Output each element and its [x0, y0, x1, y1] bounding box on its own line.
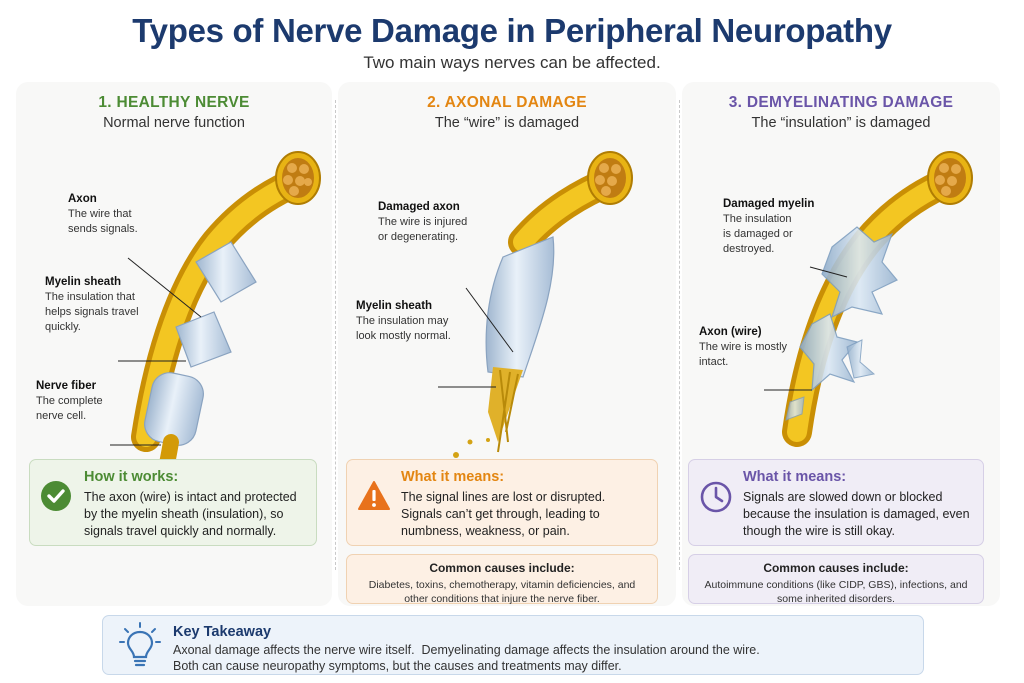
info-text: The signal lines are lost or disrupted. … — [401, 490, 606, 538]
info-text: Signals are slowed down or blocked becau… — [743, 490, 970, 538]
takeaway-title: Key Takeaway — [173, 624, 272, 640]
info-title: What it means: — [401, 469, 505, 485]
panel-subheading: The “insulation” is damaged — [751, 115, 931, 131]
clock-icon — [700, 481, 732, 513]
key-takeaway-box: Key Takeaway Axonal damage affects the n… — [102, 615, 924, 675]
takeaway-line-2: Both can cause neuropathy symptoms, but … — [173, 659, 622, 673]
healthy-nerve-illustration — [110, 151, 321, 462]
warning-icon — [358, 481, 390, 510]
panel-heading: 2. AXONAL DAMAGE — [427, 94, 587, 111]
check-circle-icon — [41, 481, 71, 511]
page-title: Types of Nerve Damage in Peripheral Neur… — [132, 12, 892, 49]
info-box-what-it-means: What it means: The signal lines are lost… — [346, 459, 658, 546]
label-axon-wire: Axon (wire)The wire is mostly intact. — [699, 326, 788, 368]
takeaway-line-1: Axonal damage affects the nerve wire its… — [173, 643, 760, 657]
page-subtitle: Two main ways nerves can be affected. — [363, 53, 661, 72]
panel-axonal-damage: 2. AXONAL DAMAGE The “wire” is damaged D… — [338, 82, 676, 606]
takeaway-text: Axonal damage affects the nerve wire its… — [173, 642, 760, 674]
causes-title: Common causes include: — [763, 561, 909, 575]
causes-box: Common causes include: Autoimmune condit… — [688, 554, 984, 605]
info-box-what-it-means: What it means: Signals are slowed down o… — [688, 459, 984, 546]
axonal-damage-illustration — [438, 151, 633, 462]
panel-heading: 1. HEALTHY NERVE — [98, 94, 250, 111]
info-title: What it means: — [743, 469, 847, 485]
causes-box: Common causes include: Diabetes, toxins,… — [346, 554, 658, 605]
causes-text: Diabetes, toxins, chemotherapy, vitamin … — [368, 579, 636, 605]
causes-text: Autoimmune conditions (like CIDP, GBS), … — [704, 579, 968, 605]
panel-demyelinating-damage: 3. DEMYELINATING DAMAGE The “insulation”… — [682, 82, 1000, 606]
info-title: How it works: — [84, 469, 179, 485]
lightbulb-icon — [119, 622, 161, 667]
info-box-how-it-works: How it works: The axon (wire) is intact … — [29, 459, 317, 546]
info-text: The axon (wire) is intact and protected … — [84, 490, 297, 538]
causes-title: Common causes include: — [429, 561, 575, 575]
panel-subheading: The “wire” is damaged — [434, 115, 580, 131]
panel-heading: 3. DEMYELINATING DAMAGE — [728, 94, 954, 111]
panel-divider — [679, 100, 680, 570]
panel-divider — [335, 100, 336, 570]
panel-subheading: Normal nerve function — [103, 115, 245, 131]
panel-healthy-nerve: 1. HEALTHY NERVE Normal nerve function A… — [16, 82, 332, 606]
demyelinating-damage-illustration — [764, 151, 973, 447]
